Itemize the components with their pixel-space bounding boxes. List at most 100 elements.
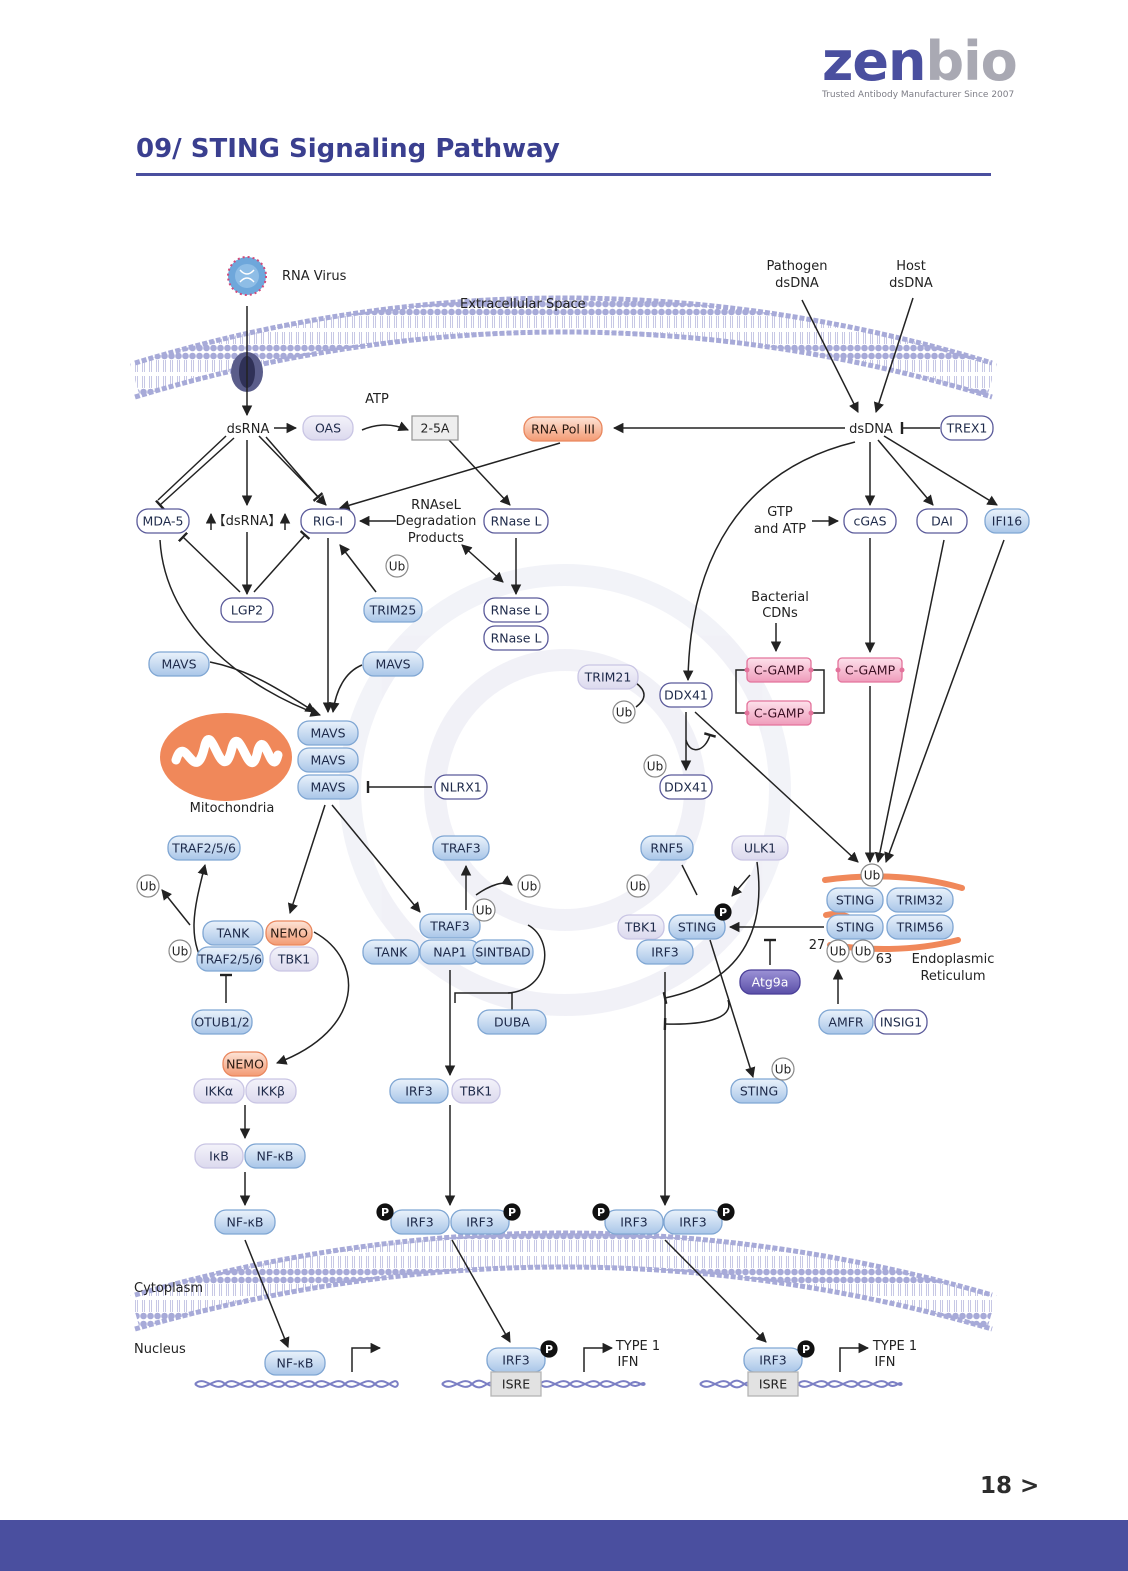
marker-circle (851, 939, 875, 963)
node-irf3c: IRF3 (390, 1209, 450, 1235)
node-otub: OTUB1/2 (191, 1009, 253, 1035)
mavs-right-arrow (329, 664, 363, 714)
node-ikkb: IKKβ (245, 1078, 297, 1104)
node-label: IRF3 (651, 945, 679, 960)
irf3-nuclear-arrow (451, 1239, 511, 1343)
node-shape (148, 651, 210, 677)
ubiquitin-marker: Ub (517, 874, 541, 898)
node-shape (450, 1209, 510, 1235)
node-shape (490, 1371, 542, 1397)
node-ddx41a: DDX41 (659, 682, 713, 708)
node-shape (432, 835, 490, 861)
marker-label: P (719, 906, 727, 919)
title-divider (136, 173, 991, 176)
ubiquitin-marker: Ub (612, 700, 636, 724)
ulk1-to-sting-arrow (731, 874, 751, 897)
node-label: TANK (216, 926, 251, 941)
node-amfr: AMFR (818, 1009, 874, 1035)
node-label: NLRX1 (440, 780, 482, 795)
dsrna-rigi-tee (265, 436, 324, 502)
nucleus-label: Nucleus (134, 1342, 186, 1357)
gtp-label-1: GTP (767, 505, 793, 520)
phospho-marker: P (714, 903, 732, 921)
node-label: TRAF2/5/6 (197, 952, 262, 967)
isre-transcription-arrow-2 (839, 1342, 870, 1372)
node-shape (472, 939, 534, 965)
marker-label: Ub (521, 880, 537, 894)
node-sting-er2: STING (826, 914, 884, 940)
node-shape (874, 1009, 928, 1035)
node-label: TBK1 (624, 920, 657, 935)
node-label: MAVS (375, 657, 410, 672)
node-label: IRF3 (620, 1215, 648, 1230)
node-irf3d: IRF3 (450, 1209, 510, 1235)
node-rnasel2: RNase L (483, 597, 549, 623)
marker-label: P (722, 1206, 730, 1219)
node-mavs-r: MAVS (362, 651, 424, 677)
node-label: TBK1 (459, 1084, 492, 1099)
2-5a-to-rnasel-arrow (448, 439, 511, 506)
node-label: IFI16 (992, 514, 1023, 529)
node-shape (940, 415, 994, 441)
pathogen-dsdna-label: Pathogen (766, 259, 827, 274)
node-shape (245, 1078, 297, 1104)
node-label: MAVS (310, 780, 345, 795)
node-dai: DAI (916, 508, 968, 534)
lgp2-mda5-tee (177, 531, 241, 593)
node-shape (640, 835, 694, 861)
marker-circle (797, 1340, 815, 1358)
ubiquitin-marker: Ub (136, 874, 160, 898)
node-label: MAVS (161, 657, 196, 672)
node-label: TRIM21 (584, 670, 632, 685)
diagram-text-labels: ATP RNAseL Degradation Products GTP and … (190, 392, 995, 1370)
node-oas: OAS (302, 415, 354, 441)
rnf5-to-sting-line (681, 864, 698, 896)
node-shape (389, 1078, 449, 1104)
nuclear-membrane (130, 1230, 997, 1332)
marker-circle (771, 1057, 795, 1081)
node-label: TRAF3 (429, 919, 470, 934)
node-shape (220, 597, 274, 623)
pathogen-dsdna-arrow (801, 299, 859, 413)
node-label: C-GAMP (845, 663, 896, 678)
node-label: STING (836, 920, 874, 935)
node-shape (886, 914, 954, 940)
traf3-ub-arrow (475, 875, 513, 896)
ubiquitin-marker: Ub (385, 554, 409, 578)
mitochondria-icon (160, 713, 292, 801)
sintbad-loop (507, 924, 546, 994)
node-shape (668, 914, 726, 940)
node-trim25: TRIM25 (363, 597, 423, 623)
marker-circle (826, 939, 850, 963)
rnasel-deg-label-1: RNAseL (411, 498, 461, 513)
node-shape (191, 1009, 253, 1035)
marker-label: Ub (476, 904, 492, 918)
node-atg9a: Atg9a (739, 969, 801, 995)
dna-strand-1 (194, 1380, 399, 1388)
ubiquitin-marker: Ub (168, 939, 192, 963)
node-trim32: TRIM32 (886, 887, 954, 913)
node-label: DDX41 (664, 780, 708, 795)
node-shape (483, 625, 549, 651)
node-shape (214, 1209, 276, 1235)
node-shape (390, 1209, 450, 1235)
node-shape (302, 415, 354, 441)
marker-circle (503, 1203, 521, 1221)
node-shape (196, 946, 264, 972)
dna-strand-3 (699, 1379, 903, 1389)
node-tbk1b: TBK1 (617, 914, 665, 940)
marker-circle (592, 1203, 610, 1221)
host-dsdna-arrow (873, 297, 914, 413)
type1-label-1: TYPE 1 (615, 1339, 660, 1354)
trim25-to-rigi-arrow (339, 544, 377, 593)
mda5-to-mavs-arrow (159, 539, 321, 717)
node-label: Atg9a (752, 975, 789, 990)
oas-to-2-5a-arrow (361, 421, 409, 432)
node-sting1: STING (668, 914, 726, 940)
node-shape (818, 1009, 874, 1035)
ddx41-to-sting-arrow (694, 711, 859, 863)
nfkb-transcription-arrow (351, 1342, 382, 1372)
node-mavs3: MAVS (297, 774, 359, 800)
node-shape (434, 774, 488, 800)
